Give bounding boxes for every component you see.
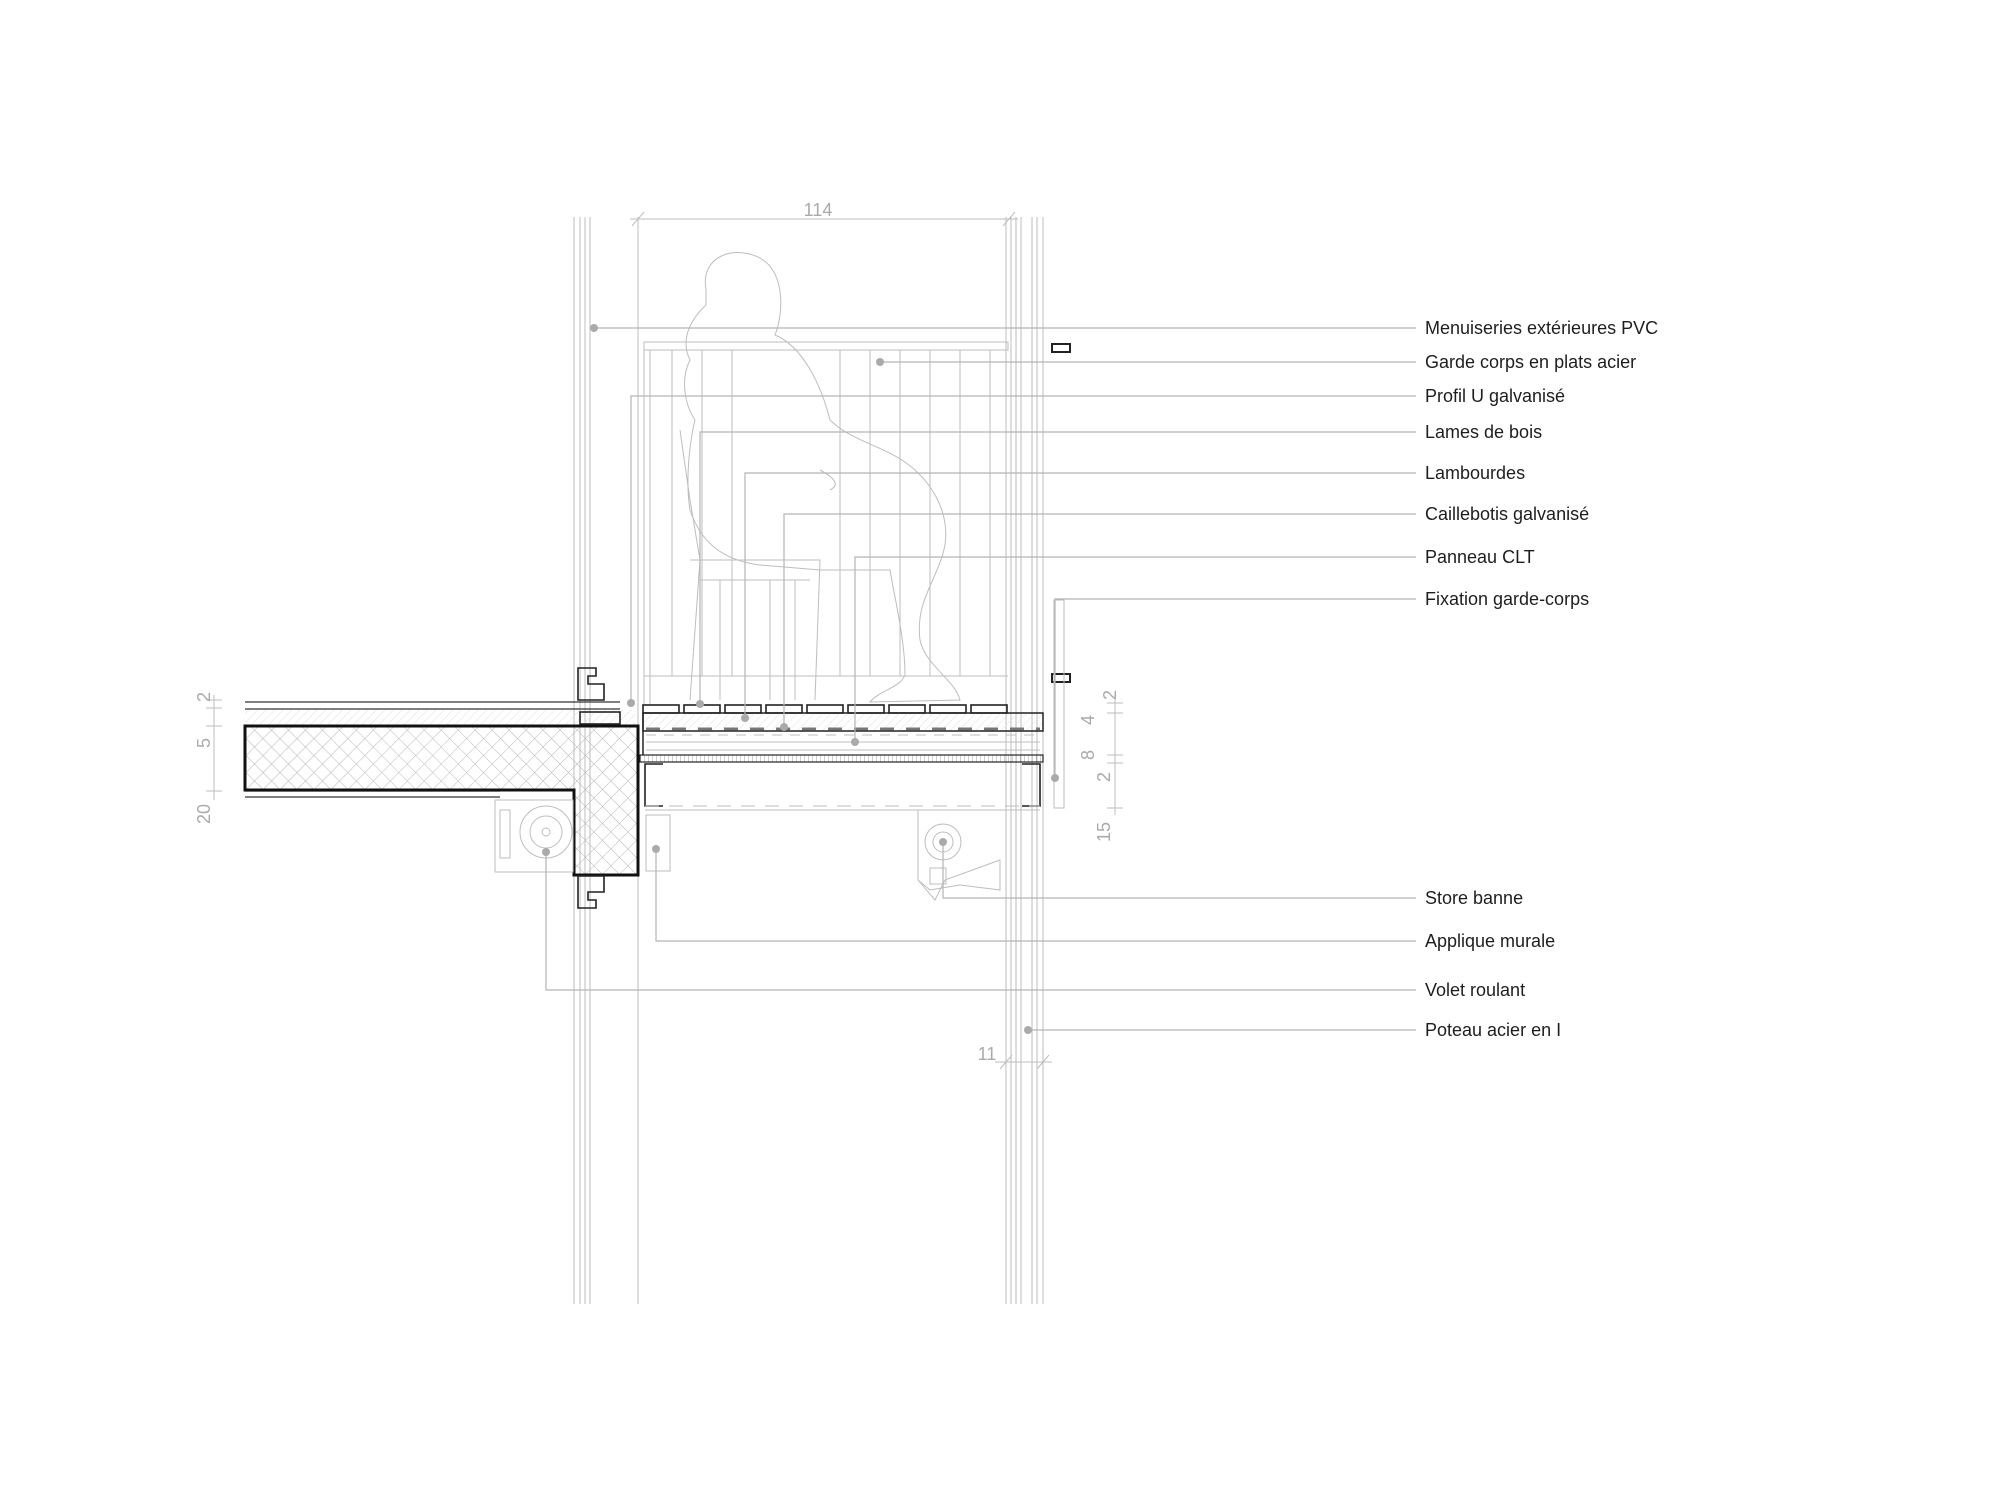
leader-lines <box>542 324 1416 1034</box>
person-silhouette <box>679 252 961 703</box>
dimension-right-4: 4 <box>1078 715 1098 725</box>
dimension-right-2: 2 <box>1094 772 1114 782</box>
dimensions-left: 2 5 20 <box>194 692 222 824</box>
dimension-left-2: 2 <box>194 692 214 702</box>
dimension-114: 114 <box>804 200 833 220</box>
dimensions-right: 2 4 8 2 15 <box>1078 690 1123 842</box>
dimension-right-15: 15 <box>1094 822 1114 842</box>
dimension-width-top: 114 <box>630 200 1018 227</box>
dimension-left-5: 5 <box>194 738 214 748</box>
roller-shutter <box>494 799 574 873</box>
label-store-banne: Store banne <box>1425 888 1523 908</box>
label-lambourdes: Lambourdes <box>1425 463 1525 483</box>
dimension-11: 11 <box>978 1044 997 1064</box>
dimension-left-20: 20 <box>194 804 214 824</box>
label-caillebotis: Caillebotis galvanisé <box>1425 504 1589 524</box>
label-fixation: Fixation garde-corps <box>1425 589 1589 609</box>
label-volet-roulant: Volet roulant <box>1425 980 1525 1000</box>
railing-garde-corps <box>643 341 1071 809</box>
dimension-right-2-top: 2 <box>1100 690 1120 700</box>
label-applique: Applique murale <box>1425 931 1555 951</box>
balcony-deck <box>639 704 1044 811</box>
label-profil-u: Profil U galvanisé <box>1425 386 1565 406</box>
window-profiles <box>577 667 621 909</box>
label-menuiseries: Menuiseries extérieures PVC <box>1425 318 1658 338</box>
dimension-post: 11 <box>978 1044 1052 1070</box>
clt-slab <box>243 724 640 877</box>
annotation-labels: Menuiseries extérieures PVC Garde corps … <box>1425 318 1658 1040</box>
wall-light <box>645 814 671 872</box>
dimension-right-8: 8 <box>1078 750 1098 760</box>
label-panneau-clt: Panneau CLT <box>1425 547 1535 567</box>
label-garde-corps: Garde corps en plats acier <box>1425 352 1636 372</box>
label-poteau: Poteau acier en I <box>1425 1020 1561 1040</box>
label-lames-de-bois: Lames de bois <box>1425 422 1542 442</box>
awning-store-banne <box>880 809 1001 901</box>
